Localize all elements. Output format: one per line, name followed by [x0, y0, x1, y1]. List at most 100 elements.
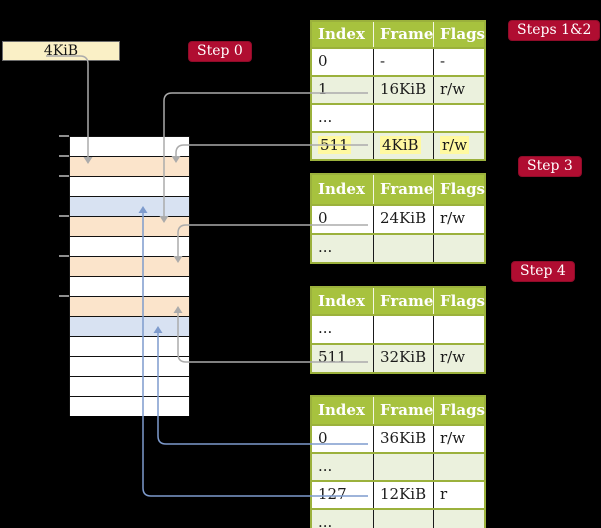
cell-text: 12KiB [380, 485, 427, 503]
cell-text: 32KiB [380, 348, 427, 366]
column-header-frame: Frame [374, 175, 434, 204]
cell-index: ... [312, 105, 374, 131]
cell-text: 0 [318, 209, 328, 227]
memory-address-tick [59, 215, 69, 217]
cell-index: 1 [312, 77, 374, 103]
page-table-row: ... [312, 314, 484, 343]
cell-text: 511 [318, 136, 351, 154]
cell-frame: 36KiB [374, 426, 434, 452]
memory-frame-row [70, 336, 189, 356]
cell-flags [434, 105, 484, 131]
cell-flags: r/w [434, 133, 484, 159]
column-header-flags: Flags [440, 292, 485, 310]
cell-index: 0 [312, 49, 374, 75]
cell-flags: r/w [434, 345, 484, 372]
cell-text: 511 [318, 348, 347, 366]
page-table-row: 511 4KiB r/w [312, 131, 484, 159]
memory-frame-row [70, 296, 189, 316]
frame-size-box: 4KiB [2, 41, 120, 61]
cell-flags [434, 316, 484, 343]
column-header-flags: Flags [440, 25, 485, 43]
cell-text: r/w [440, 348, 466, 366]
cell-text: ... [318, 319, 333, 337]
cell-text: 0 [318, 52, 328, 70]
cell-text: r/w [440, 209, 466, 227]
memory-address-tick [59, 155, 69, 157]
frame-size-label: 4KiB [43, 43, 79, 59]
badge-steps-1-2: Steps 1&2 [508, 20, 601, 41]
memory-frame-row [70, 216, 189, 236]
cell-flags: r/w [434, 426, 484, 452]
column-header-index: Index [312, 22, 374, 47]
memory-frame-row [70, 316, 189, 336]
cell-index: ... [312, 510, 374, 528]
memory-address-tick [59, 295, 69, 297]
cell-flags: r/w [434, 206, 484, 233]
cell-frame: 4KiB [374, 133, 434, 159]
memory-frame-row [70, 276, 189, 296]
page-table-row: ... [312, 233, 484, 262]
page-table-row: 0 - - [312, 47, 484, 75]
page-table-row: ... [312, 103, 484, 131]
badge-step-3: Step 3 [518, 156, 582, 177]
column-header-index: Index [312, 175, 374, 204]
column-header-flags: Flags [440, 401, 485, 419]
cell-frame: 12KiB [374, 482, 434, 508]
cell-text: 24KiB [380, 209, 427, 227]
cell-text: ... [318, 457, 333, 475]
cell-index: 511 [312, 133, 374, 159]
cell-flags [434, 510, 484, 528]
memory-frame-row [70, 137, 189, 156]
cell-text: 16KiB [380, 80, 427, 98]
badge-step-4: Step 4 [511, 261, 575, 282]
column-header-index: Index [312, 397, 374, 424]
cell-text: r/w [440, 429, 466, 447]
cell-index: 0 [312, 206, 374, 233]
memory-frame-row [70, 396, 189, 416]
cell-text: r/w [440, 136, 470, 154]
badge-step-0: Step 0 [188, 41, 252, 62]
memory-frame-row [70, 236, 189, 256]
memory-frame-row [70, 176, 189, 196]
memory-frame-row [70, 196, 189, 216]
cell-flags [434, 235, 484, 262]
cell-index: ... [312, 454, 374, 480]
cell-frame [374, 510, 434, 528]
cell-text: 127 [318, 485, 347, 503]
cell-frame: 32KiB [374, 345, 434, 372]
cell-frame [374, 235, 434, 262]
physical-memory-column [69, 136, 190, 416]
memory-address-tick [59, 135, 69, 137]
page-table-row: 1 16KiB r/w [312, 75, 484, 103]
memory-frame-row [70, 356, 189, 376]
memory-address-tick [59, 175, 69, 177]
cell-frame: 16KiB [374, 77, 434, 103]
cell-frame [374, 105, 434, 131]
cell-frame: 24KiB [374, 206, 434, 233]
cell-index: ... [312, 235, 374, 262]
page-table-row: 0 24KiB r/w [312, 204, 484, 233]
cell-text: - [440, 52, 446, 70]
memory-address-tick [59, 255, 69, 257]
cell-text: - [380, 52, 386, 70]
column-header-flags: Flags [440, 180, 485, 198]
page-table-row: ... [312, 508, 484, 528]
cell-text: ... [318, 108, 333, 126]
cell-text: 4KiB [380, 136, 421, 154]
column-header-frame: Frame [374, 22, 434, 47]
cell-flags: r/w [434, 77, 484, 103]
page-table-row: 511 32KiB r/w [312, 343, 484, 372]
cell-text: r/w [440, 80, 466, 98]
cell-text: 0 [318, 429, 328, 447]
page-table-row: 0 36KiB r/w [312, 424, 484, 452]
cell-text: ... [318, 513, 333, 528]
memory-frame-row [70, 376, 189, 396]
cell-index: 511 [312, 345, 374, 372]
memory-frame-row [70, 256, 189, 276]
column-header-index: Index [312, 288, 374, 314]
cell-frame [374, 316, 434, 343]
